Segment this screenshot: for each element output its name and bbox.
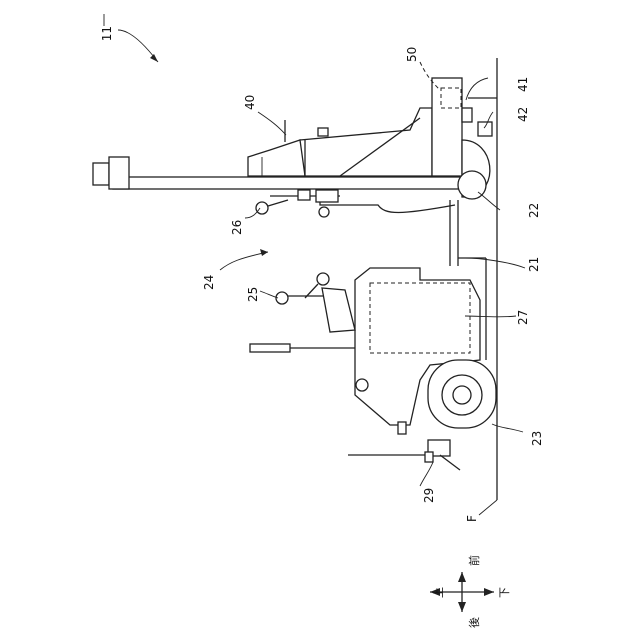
ref-42: 42 [516, 107, 530, 122]
ref-25: 25 [246, 287, 260, 302]
tow-bar-29 [348, 440, 460, 470]
ref-50: 50 [405, 47, 419, 62]
handle-25 [250, 273, 355, 352]
ref-40: 40 [243, 95, 257, 110]
ref-41: 41 [516, 77, 530, 92]
handle-26 [256, 190, 340, 217]
ref-22: 22 [527, 203, 541, 218]
dir-down-label: 下 [498, 587, 511, 598]
ref-21: 21 [527, 257, 541, 272]
ref-26: 26 [230, 220, 244, 235]
wheel-23 [428, 360, 496, 428]
dir-up-label: 上 [432, 587, 445, 598]
dir-back-label: 後 [467, 617, 481, 628]
floor-label: F [465, 515, 479, 522]
upper-unit-40 [248, 108, 432, 176]
direction-indicator: 上 下 前 後 [430, 555, 511, 628]
ref-23: 23 [530, 431, 544, 446]
ref-29: 29 [422, 488, 436, 503]
svg-text:11: 11 [100, 26, 114, 41]
ref-24: 24 [202, 275, 216, 290]
dir-front-label: 前 [467, 555, 481, 566]
main-ref-11: 11 [100, 14, 158, 62]
ref-27: 27 [516, 310, 530, 325]
